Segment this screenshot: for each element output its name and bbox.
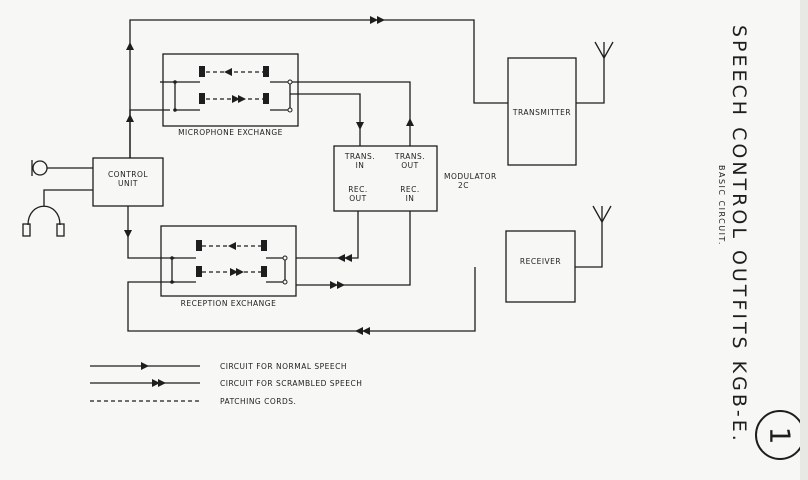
- double-arrow: [230, 268, 244, 276]
- double-arrow: [152, 379, 166, 387]
- page-title: SPEECH CONTROL OUTFITS KGB-E.: [728, 25, 750, 444]
- page-subtitle: BASIC CIRCUIT.: [717, 165, 726, 246]
- jack-plug: [263, 66, 269, 77]
- modulator-line-1: MODULATOR: [444, 172, 497, 181]
- jack-plug: [263, 93, 269, 104]
- headphones-icon: [22, 189, 93, 237]
- double-arrow: [337, 254, 352, 262]
- transmitter-box: [507, 57, 577, 166]
- trans-in-line-1: TRANS.: [344, 152, 376, 161]
- receiver-label: RECEIVER: [519, 257, 562, 266]
- rec-in-label: REC. IN: [390, 185, 430, 203]
- jack-plug: [199, 93, 205, 104]
- modulator-box: [333, 145, 438, 212]
- modulator-line-2: 2C: [458, 181, 470, 190]
- legend-normal-label: CIRCUIT FOR NORMAL SPEECH: [220, 362, 348, 371]
- jack-plug: [196, 240, 202, 251]
- transmitter-label: TRANSMITTER: [512, 108, 572, 117]
- arrow: [126, 114, 134, 122]
- double-arrow: [232, 95, 246, 103]
- arrow: [126, 42, 134, 50]
- arrow: [406, 118, 414, 126]
- trans-out-label: TRANS. OUT: [390, 152, 430, 170]
- control-unit-label: CONTROL UNIT: [93, 170, 163, 188]
- rec-out-line-2: OUT: [349, 194, 367, 203]
- jack-plug: [261, 266, 267, 277]
- page-number-badge: 1: [755, 410, 805, 460]
- page-number: 1: [763, 426, 797, 444]
- trans-in-line-2: IN: [355, 161, 365, 170]
- double-arrow: [355, 327, 370, 335]
- rec-in-line-2: IN: [405, 194, 415, 203]
- trans-in-label: TRANS. IN: [340, 152, 380, 170]
- arrow: [224, 68, 232, 76]
- rec-in-line-1: REC.: [400, 185, 420, 194]
- legend-patching-label: PATCHING CORDS.: [220, 397, 297, 406]
- rec-out-label: REC. OUT: [338, 185, 378, 203]
- modulator-label: MODULATOR 2C: [444, 172, 497, 190]
- receiver-antenna-icon: [592, 205, 612, 224]
- trans-out-line-1: TRANS.: [394, 152, 426, 161]
- control-unit-line-1: CONTROL: [107, 170, 149, 179]
- jack-plug: [196, 266, 202, 277]
- jack-plug: [261, 240, 267, 251]
- microphone-exchange-label: MICROPHONE EXCHANGE: [178, 128, 283, 137]
- rec-out-line-1: REC.: [348, 185, 368, 194]
- double-arrow: [330, 281, 345, 289]
- arrow: [141, 362, 149, 370]
- arrow: [228, 242, 236, 250]
- reception-exchange-box: [160, 225, 297, 297]
- trans-out-line-2: OUT: [401, 161, 419, 170]
- double-arrow: [370, 16, 385, 24]
- reception-exchange-label: RECEPTION EXCHANGE: [180, 299, 277, 308]
- microphone-exchange-box: [162, 53, 299, 127]
- jack-plug: [199, 66, 205, 77]
- page-edge: [800, 0, 808, 480]
- transmitter-antenna-icon: [594, 41, 614, 60]
- receiver-box: [505, 230, 576, 303]
- control-unit-line-2: UNIT: [118, 179, 138, 188]
- legend-scrambled-label: CIRCUIT FOR SCRAMBLED SPEECH: [220, 379, 363, 388]
- microphone-icon: [31, 160, 93, 176]
- arrow: [356, 122, 364, 130]
- arrow: [124, 230, 132, 238]
